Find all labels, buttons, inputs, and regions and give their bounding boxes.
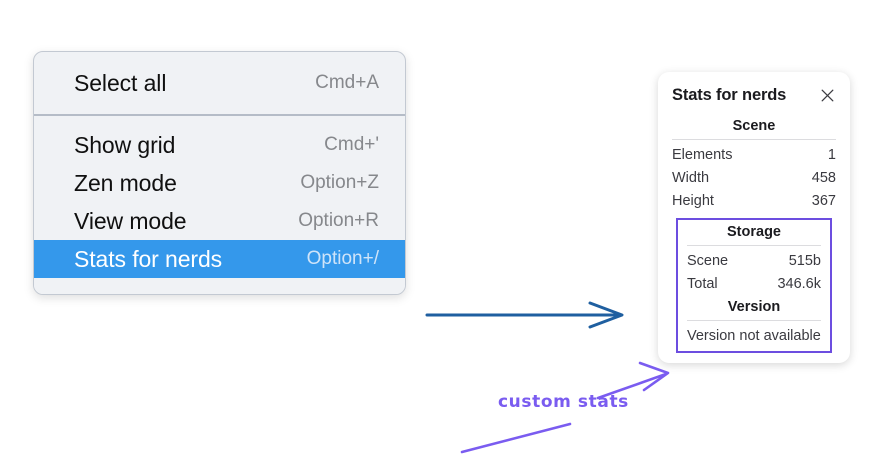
stats-for-nerds-panel: Stats for nerds Scene Elements 1 Width 4… [658, 72, 850, 363]
menu-footer-spacer [34, 278, 405, 294]
table-row: Height 367 [672, 189, 836, 212]
table-row: Elements 1 [672, 143, 836, 166]
stat-label: Total [687, 275, 718, 292]
canvas-context-menu[interactable]: Select all Cmd+A Show grid Cmd+' Zen mod… [33, 51, 406, 295]
menu-item-label: View mode [74, 207, 187, 234]
callout-label-custom-stats: custom stats [498, 392, 629, 412]
menu-item-shortcut: Cmd+' [324, 134, 379, 155]
stats-panel-body: Scene Elements 1 Width 458 Height 367 St… [658, 115, 850, 353]
menu-item-label: Zen mode [74, 169, 177, 196]
menu-item-view-mode[interactable]: View mode Option+R [34, 202, 405, 240]
menu-group-edit: Select all Cmd+A [34, 52, 405, 114]
version-note: Version not available [687, 328, 821, 344]
menu-item-show-grid[interactable]: Show grid Cmd+' [34, 126, 405, 164]
menu-item-zen-mode[interactable]: Zen mode Option+Z [34, 164, 405, 202]
stat-label: Elements [672, 146, 733, 163]
stat-value: 458 [811, 169, 836, 186]
stat-value: 367 [811, 192, 836, 209]
section-divider [687, 320, 821, 321]
section-heading: Version [727, 299, 781, 315]
custom-stats-highlight-box: Storage Scene 515b Total 346.6k Version … [676, 218, 832, 353]
stat-value: 515b [788, 252, 821, 269]
callout-underline-purple [460, 422, 572, 454]
stats-panel-header: Stats for nerds [658, 84, 850, 105]
menu-item-shortcut: Cmd+A [315, 72, 379, 93]
section-heading: Storage [727, 224, 781, 240]
stat-label: Height [672, 192, 714, 209]
stat-label: Width [672, 169, 710, 186]
menu-item-shortcut: Option+Z [300, 172, 379, 193]
menu-item-select-all[interactable]: Select all Cmd+A [34, 64, 405, 102]
close-icon[interactable] [819, 87, 836, 104]
table-row: Scene 515b [687, 249, 821, 272]
table-row: Total 346.6k [687, 272, 821, 295]
menu-item-label: Stats for nerds [74, 245, 223, 272]
menu-item-shortcut: Option+R [298, 210, 379, 231]
stat-label: Scene [687, 252, 729, 269]
menu-item-label: Show grid [74, 131, 176, 158]
table-row: Width 458 [672, 166, 836, 189]
menu-item-label: Select all [74, 69, 167, 96]
stats-section-version: Version Version not available [687, 295, 821, 346]
menu-separator [34, 114, 405, 116]
stats-section-storage: Storage Scene 515b Total 346.6k [687, 220, 821, 295]
stat-value: 346.6k [777, 275, 821, 292]
stat-value: 1 [827, 146, 836, 163]
menu-item-shortcut: Option+/ [306, 248, 379, 269]
stats-section-scene: Scene Elements 1 Width 458 Height 367 [672, 115, 836, 212]
stats-panel-title: Stats for nerds [672, 86, 787, 104]
section-heading: Scene [732, 118, 776, 134]
flow-arrow-blue [425, 301, 624, 329]
menu-item-stats-for-nerds[interactable]: Stats for nerds Option+/ [34, 240, 405, 278]
section-divider [672, 139, 836, 140]
menu-group-view: Show grid Cmd+' Zen mode Option+Z View m… [34, 116, 405, 278]
section-divider [687, 245, 821, 246]
